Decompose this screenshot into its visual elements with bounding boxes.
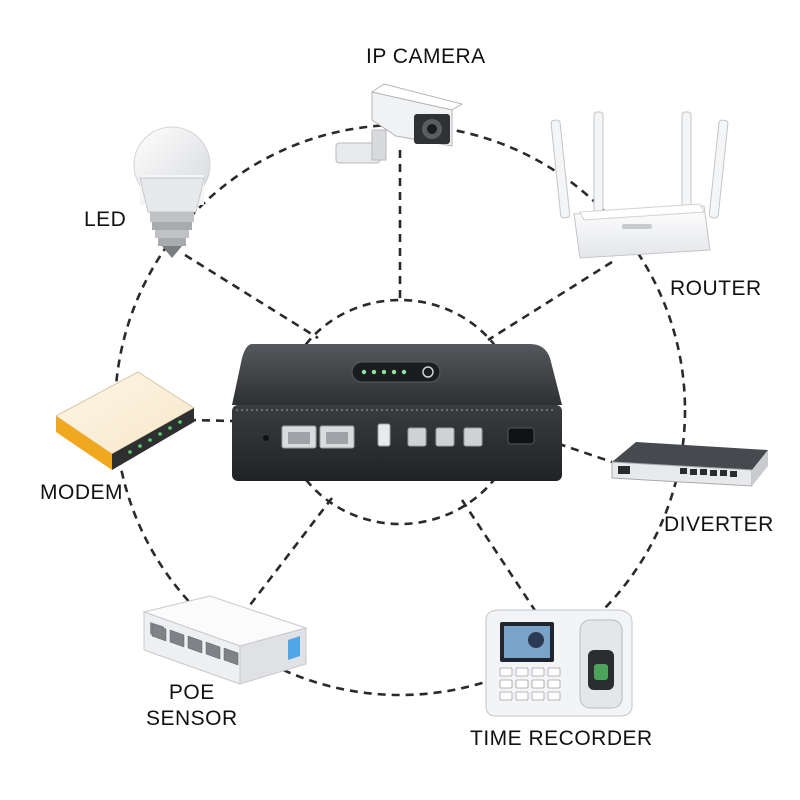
label-led: LED [84,208,127,231]
spoke-recorder [460,499,542,619]
label-poe-line2: SENSOR [146,707,238,730]
modem-icon [55,371,195,470]
ups-hub-icon [232,344,562,481]
led-bulb-icon [133,126,211,258]
spoke-router [487,260,613,342]
spoke-led [184,253,319,340]
label-time-recorder: TIME RECORDER [470,727,653,750]
spoke-poe [248,497,334,606]
outer-ring [113,123,687,697]
label-ip-camera: IP CAMERA [366,45,486,68]
diverter-icon [611,442,768,487]
label-modem: MODEM [40,481,123,504]
label-poe-sensor: POE SENSOR [146,680,238,732]
router-icon [550,111,729,259]
poe-switch-icon [142,595,308,685]
label-diverter: DIVERTER [664,513,774,536]
label-router: ROUTER [670,277,762,300]
time-recorder-icon [485,609,633,717]
label-poe-line1: POE [168,681,215,704]
camera-icon [335,83,464,164]
